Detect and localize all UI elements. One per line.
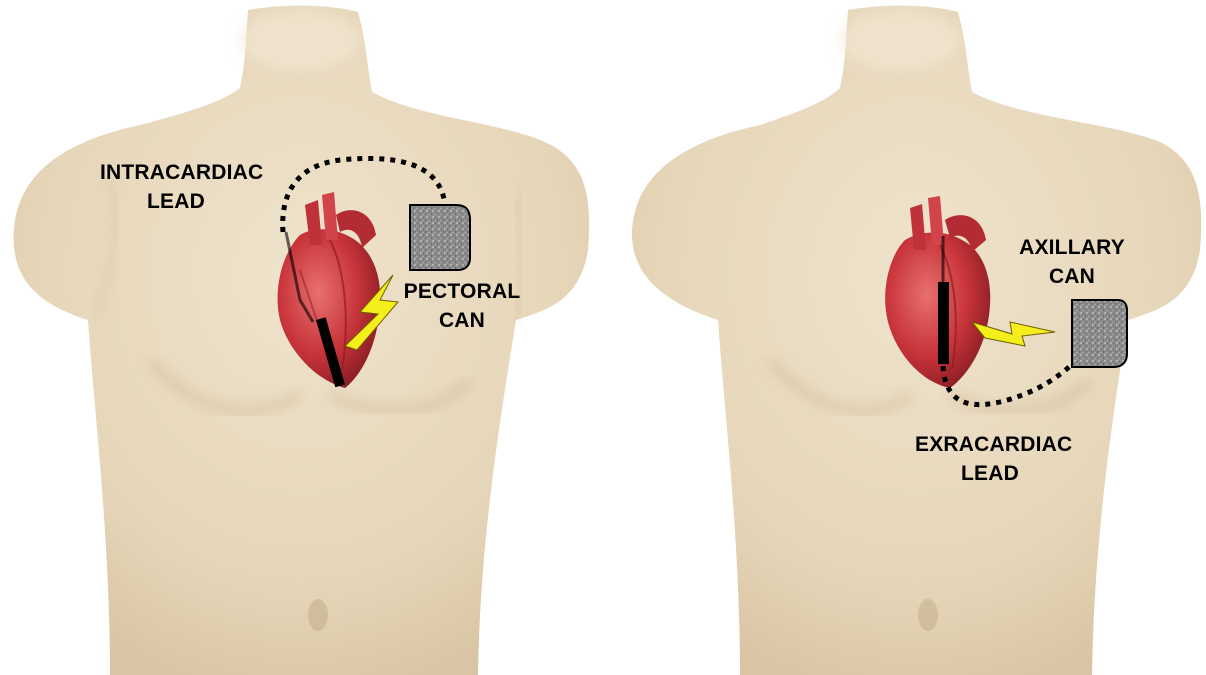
right-lead-label-line1: EXRACARDIAC	[915, 430, 1065, 459]
left-pectoral-can-icon	[410, 205, 470, 270]
left-can-label-line2: CAN	[403, 306, 521, 335]
right-lead-label: EXRACARDIAC LEAD	[915, 430, 1065, 488]
left-can-label-line1: PECTORAL	[403, 277, 521, 306]
left-lead-label-line1: INTRACARDIAC	[100, 158, 252, 187]
left-can-label: PECTORAL CAN	[403, 277, 521, 335]
right-extracardiac-lead-electrode	[938, 282, 949, 364]
left-lead-label: INTRACARDIAC LEAD	[100, 158, 252, 216]
right-lead-label-line2: LEAD	[915, 459, 1065, 488]
left-lead-label-line2: LEAD	[100, 187, 252, 216]
right-can-label-line1: AXILLARY	[1016, 233, 1128, 262]
right-axillary-can-icon	[1072, 300, 1127, 367]
right-can-label: AXILLARY CAN	[1016, 233, 1128, 291]
right-can-label-line2: CAN	[1016, 262, 1128, 291]
